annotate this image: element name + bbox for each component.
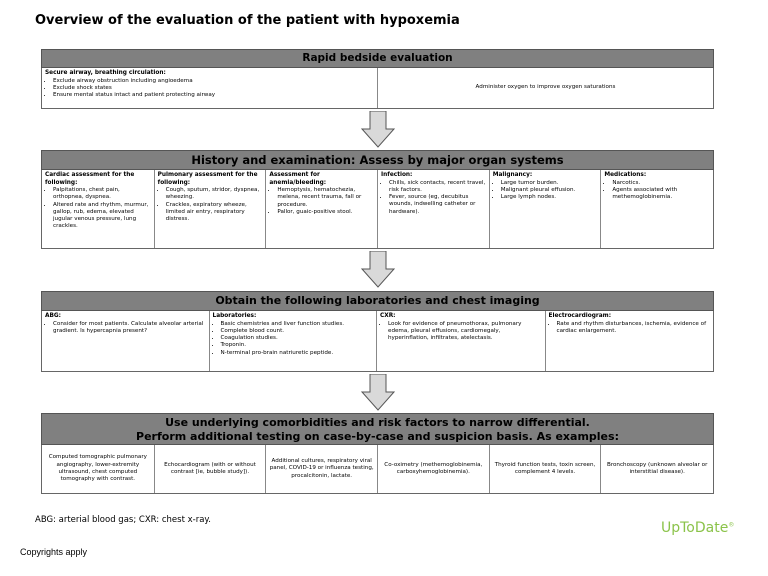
comorb-cell: Echocardiogram (with or without contrast… bbox=[155, 445, 267, 493]
labs-row: ABG: Consider for most patients. Calcula… bbox=[41, 311, 714, 372]
rapid-left-list: Exclude airway obstruction including ang… bbox=[45, 78, 374, 100]
cell-heading: Cardiac assessment for the following: bbox=[45, 172, 135, 186]
comorb-cell: Thyroid function tests, toxin screen, co… bbox=[490, 445, 602, 493]
cell-heading: Medications: bbox=[604, 172, 647, 178]
comorb-cell-text: Computed tomographic pulmonary angiograp… bbox=[48, 454, 147, 483]
list-item: Altered rate and rhythm, murmur, gallop,… bbox=[53, 202, 151, 231]
list-item: Malignant pleural effusion. bbox=[501, 187, 598, 194]
cell-heading: Infection: bbox=[381, 172, 413, 178]
cell-heading: CXR: bbox=[380, 313, 396, 319]
cell-list: Consider for most patients. Calculate al… bbox=[45, 321, 206, 336]
rapid-row: Secure airway, breathing circulation: Ex… bbox=[41, 68, 714, 109]
labs-header-text: Obtain the following laboratories and ch… bbox=[215, 294, 540, 307]
comorb-header: Use underlying comorbidities and risk fa… bbox=[41, 413, 714, 445]
history-row: Cardiac assessment for the following: Pa… bbox=[41, 170, 714, 249]
list-item: Exclude shock states bbox=[53, 85, 374, 92]
cell-list: Cough, sputum, stridor, dyspnea, wheezin… bbox=[158, 187, 263, 223]
comorb-header-line1: Use underlying comorbidities and risk fa… bbox=[165, 416, 590, 429]
cell-list: Rate and rhythm disturbances, ischemia, … bbox=[549, 321, 711, 336]
cell-list: Look for evidence of pneumothorax, pulmo… bbox=[380, 321, 542, 343]
rapid-right-cell: Administer oxygen to improve oxygen satu… bbox=[378, 68, 713, 108]
list-item: Look for evidence of pneumothorax, pulmo… bbox=[388, 321, 542, 343]
comorb-header-line2: Perform additional testing on case-by-ca… bbox=[136, 430, 619, 443]
list-item: Large tumor burden. bbox=[501, 180, 598, 187]
comorb-cell-text: Thyroid function tests, toxin screen, co… bbox=[494, 461, 596, 475]
cell-heading: Malignancy: bbox=[492, 172, 533, 178]
list-item: Ensure mental status intact and patient … bbox=[53, 92, 374, 99]
labs-cell-cxr: CXR: Look for evidence of pneumothorax, … bbox=[377, 311, 546, 371]
list-item: Rate and rhythm disturbances, ischemia, … bbox=[557, 321, 711, 336]
list-item: Chills, sick contacts, recent travel, ri… bbox=[389, 180, 486, 195]
list-item: N-terminal pro-brain natriuretic peptide… bbox=[221, 350, 374, 357]
cell-list: Palpitations, chest pain, orthopnea, dys… bbox=[45, 187, 151, 231]
comorb-cell: Additional cultures, respiratory viral p… bbox=[266, 445, 379, 493]
history-cell-malignancy: Malignancy: Large tumor burden. Malignan… bbox=[490, 170, 602, 248]
brand-text: UpToDate bbox=[661, 520, 729, 536]
brand-logo: UpToDate® bbox=[661, 520, 734, 536]
labs-cell-ecg: Electrocardiogram: Rate and rhythm distu… bbox=[546, 311, 714, 371]
cell-heading: Electrocardiogram: bbox=[548, 313, 612, 319]
down-arrow-icon bbox=[361, 251, 395, 288]
history-cell-pulmonary: Pulmonary assessment for the following: … bbox=[155, 170, 267, 248]
history-header: History and examination: Assess by major… bbox=[41, 150, 714, 170]
list-item: Coagulation studies. bbox=[221, 335, 374, 342]
list-item: Palpitations, chest pain, orthopnea, dys… bbox=[53, 187, 151, 202]
list-item: Narcotics. bbox=[612, 180, 710, 187]
labs-cell-abg: ABG: Consider for most patients. Calcula… bbox=[42, 311, 210, 371]
comorb-cell: Co-oximetry (methemoglobinemia, carboxyh… bbox=[378, 445, 490, 493]
footnote: ABG: arterial blood gas; CXR: chest x-ra… bbox=[35, 515, 211, 525]
rapid-right-text: Administer oxygen to improve oxygen satu… bbox=[475, 84, 616, 91]
history-header-text: History and examination: Assess by major… bbox=[191, 153, 564, 167]
rapid-left-cell: Secure airway, breathing circulation: Ex… bbox=[42, 68, 378, 108]
list-item: Exclude airway obstruction including ang… bbox=[53, 78, 374, 85]
list-item: Cough, sputum, stridor, dyspnea, wheezin… bbox=[166, 187, 263, 202]
cell-list: Basic chemistries and liver function stu… bbox=[213, 321, 374, 357]
list-item: Basic chemistries and liver function stu… bbox=[221, 321, 374, 328]
list-item: Agents associated with methemoglobinemia… bbox=[612, 187, 710, 202]
rapid-header: Rapid bedside evaluation bbox=[41, 49, 714, 68]
down-arrow-icon bbox=[361, 374, 395, 411]
labs-cell-laboratories: Laboratories: Basic chemistries and live… bbox=[210, 311, 377, 371]
history-cell-infection: Infection: Chills, sick contacts, recent… bbox=[378, 170, 490, 248]
labs-header: Obtain the following laboratories and ch… bbox=[41, 291, 714, 311]
comorb-cell-text: Co-oximetry (methemoglobinemia, carboxyh… bbox=[384, 461, 483, 475]
comorb-cell: Computed tomographic pulmonary angiograp… bbox=[42, 445, 155, 493]
list-item: Consider for most patients. Calculate al… bbox=[53, 321, 206, 336]
rapid-left-heading: Secure airway, breathing circulation: bbox=[45, 70, 166, 76]
comorb-cell-text: Additional cultures, respiratory viral p… bbox=[269, 458, 374, 479]
cell-heading: Pulmonary assessment for the following: bbox=[157, 172, 258, 186]
list-item: Hemoptysis, hematochezia, melena, recent… bbox=[277, 187, 374, 209]
cell-list: Large tumor burden. Malignant pleural ef… bbox=[493, 180, 598, 202]
page-title: Overview of the evaluation of the patien… bbox=[35, 13, 460, 28]
comorb-row: Computed tomographic pulmonary angiograp… bbox=[41, 445, 714, 494]
list-item: Troponin. bbox=[221, 342, 374, 349]
history-cell-anemia: Assessment for anemia/bleeding: Hemoptys… bbox=[266, 170, 379, 248]
list-item: Crackles, expiratory wheeze, limited air… bbox=[166, 202, 263, 224]
list-item: Large lymph nodes. bbox=[501, 194, 598, 201]
down-arrow-icon bbox=[361, 111, 395, 148]
comorb-cell-text: Echocardiogram (with or without contrast… bbox=[164, 461, 256, 475]
cell-heading: Laboratories: bbox=[212, 313, 257, 319]
cell-heading: Assessment for anemia/bleeding: bbox=[269, 172, 327, 186]
comorb-cell-text: Bronchoscopy (unknown alveolar or inters… bbox=[606, 461, 708, 475]
copyright-text: Copyrights apply bbox=[20, 547, 88, 557]
list-item: Pallor, guaic-positive stool. bbox=[277, 209, 374, 216]
list-item: Fever, source (eg, decubitus wounds, ind… bbox=[389, 194, 486, 216]
cell-list: Hemoptysis, hematochezia, melena, recent… bbox=[269, 187, 374, 216]
cell-list: Chills, sick contacts, recent travel, ri… bbox=[381, 180, 486, 216]
comorb-cell: Bronchoscopy (unknown alveolar or inters… bbox=[601, 445, 713, 493]
cell-heading: ABG: bbox=[45, 313, 61, 319]
history-cell-cardiac: Cardiac assessment for the following: Pa… bbox=[42, 170, 155, 248]
rapid-header-text: Rapid bedside evaluation bbox=[302, 52, 453, 64]
list-item: Complete blood count. bbox=[221, 328, 374, 335]
history-cell-medications: Medications: Narcotics. Agents associate… bbox=[601, 170, 713, 248]
cell-list: Narcotics. Agents associated with methem… bbox=[604, 180, 710, 202]
brand-mark: ® bbox=[728, 521, 735, 529]
